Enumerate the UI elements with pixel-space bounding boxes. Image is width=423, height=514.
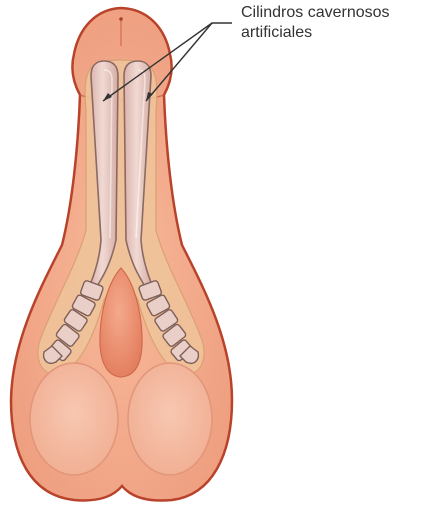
right-testis (128, 363, 212, 475)
callout-label: Cilindros cavernosos artificiales (241, 3, 421, 43)
meatus-dot (119, 17, 123, 21)
callout-label-line2: artificiales (241, 23, 421, 43)
callout-label-line1: Cilindros cavernosos (241, 3, 421, 23)
left-testis (30, 363, 118, 475)
